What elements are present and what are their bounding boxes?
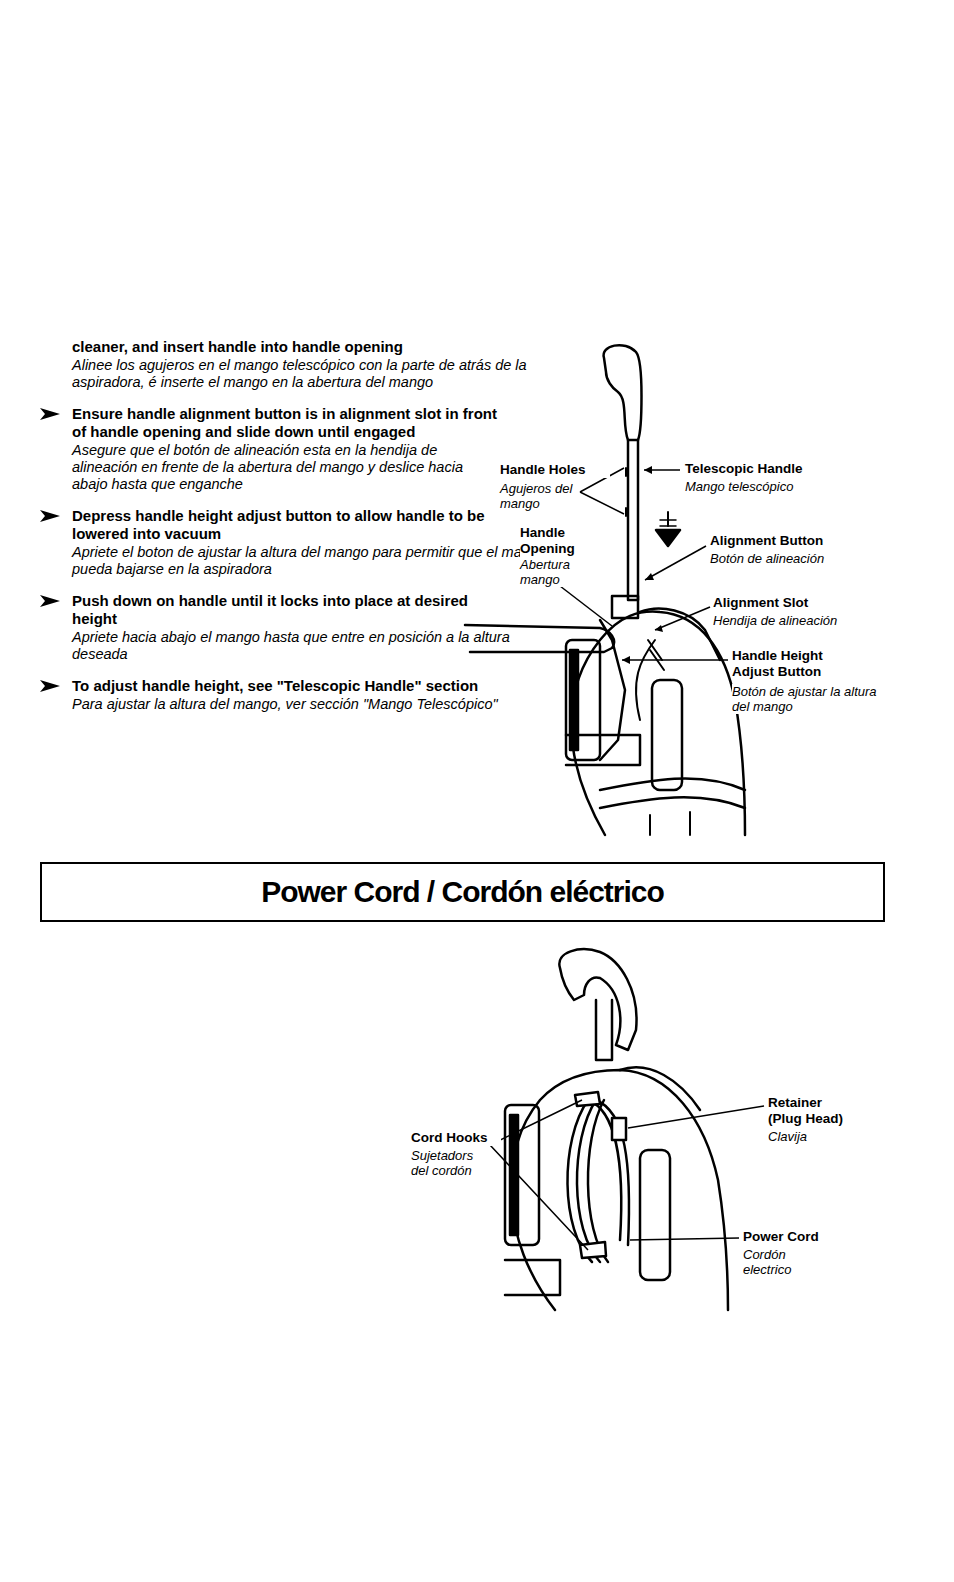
part-label: Alignment Slot	[713, 595, 863, 611]
bullet-arrow	[40, 595, 60, 607]
instruction-text: cleaner, and insert handle into handle o…	[72, 338, 512, 356]
part-label: Alignment Button	[710, 533, 860, 549]
instruction-text-spanish: Apriete hacia abajo el mango hasta que e…	[72, 629, 552, 663]
part-label-spanish: Cordón electrico	[743, 1247, 813, 1277]
instruction-text: Depress handle height adjust button to a…	[72, 507, 492, 543]
part-label: Power Cord	[743, 1229, 853, 1245]
instructions: cleaner, and insert handle into handle o…	[72, 338, 577, 713]
section-title: Power Cord / Cordón eléctrico	[261, 875, 664, 909]
bullet-arrow	[40, 510, 60, 522]
bullet-arrow	[40, 408, 60, 420]
part-label-spanish: Abertura mango	[520, 557, 580, 587]
part-label: Handle Height Adjust Button	[732, 648, 852, 680]
bullet-arrow	[40, 680, 60, 692]
instruction-text-spanish: Alinee los agujeros en el mango telescóp…	[72, 357, 577, 391]
instruction-text: Push down on handle until it locks into …	[72, 592, 492, 628]
instruction-text-spanish: Para ajustar la altura del mango, ver se…	[72, 696, 512, 713]
part-label-spanish: Agujeros del mango	[500, 481, 578, 511]
bullet-arrow	[40, 680, 60, 692]
part-label-spanish: Sujetadors del cordón	[411, 1148, 491, 1178]
section-title-box: Power Cord / Cordón eléctrico	[40, 862, 885, 922]
part-label-spanish: Botón de ajustar la altura del mango	[732, 684, 887, 714]
bullet-arrow	[40, 408, 60, 420]
part-label-spanish: Clavija	[768, 1129, 848, 1144]
instruction-text: Ensure handle alignment button is in ali…	[72, 405, 497, 441]
part-label: Cord Hooks	[411, 1130, 501, 1146]
instruction-text-spanish: Asegure que el botón de alineación esta …	[72, 442, 497, 493]
part-label: Handle Holes	[500, 462, 610, 478]
instruction-text-spanish: Apriete el boton de ajustar la altura de…	[72, 544, 547, 578]
part-label-spanish: Hendija de alineación	[713, 613, 873, 628]
part-label: Handle Opening	[520, 525, 590, 557]
part-label-spanish: Botón de alineación	[710, 551, 860, 566]
instruction-text: To adjust handle height, see "Telescopic…	[72, 677, 512, 695]
part-label: Telescopic Handle	[685, 461, 835, 477]
bullet-arrow	[40, 510, 60, 522]
bullet-arrow	[40, 595, 60, 607]
part-label-spanish: Mango telescópico	[685, 479, 835, 494]
part-label: Retainer (Plug Head)	[768, 1095, 858, 1127]
